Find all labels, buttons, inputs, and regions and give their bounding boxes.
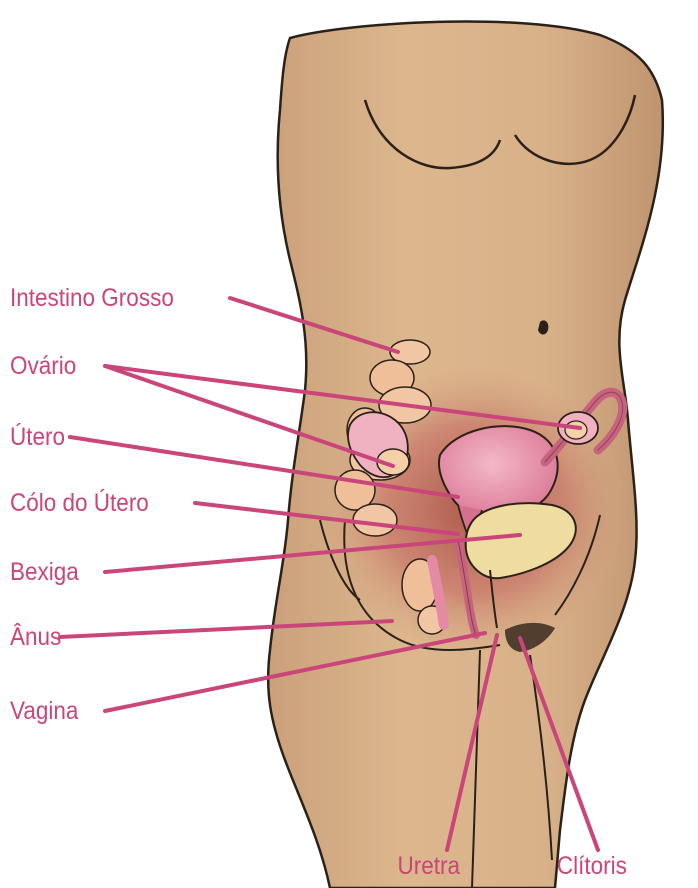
label-ovario: Ovário [10, 351, 76, 381]
label-colo-do-utero: Cólo do Útero [10, 488, 149, 518]
label-anus: Ânus [10, 622, 61, 652]
label-vagina: Vagina [10, 696, 78, 726]
label-utero: Útero [10, 422, 65, 452]
label-clitoris: Clítoris [557, 851, 627, 881]
label-uretra: Uretra [397, 851, 460, 881]
label-bexiga: Bexiga [10, 557, 79, 587]
label-intestino-grosso: Intestino Grosso [10, 283, 174, 313]
